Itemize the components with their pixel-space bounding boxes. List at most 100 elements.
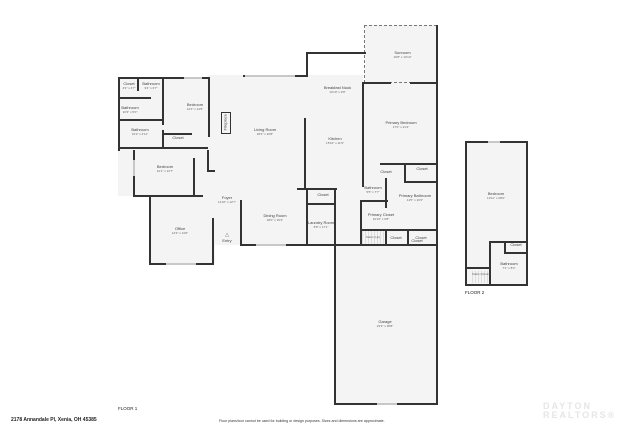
stairs-up-label[interactable]: Stairs (Up) <box>361 235 385 239</box>
room-bathroom-4[interactable]: Bathroom 5'5" x 7'7" <box>362 185 384 194</box>
room-dims: 18'4" x 20'8" <box>256 131 274 136</box>
room-name: Office <box>174 226 186 231</box>
room-closet-2[interactable]: Closet <box>168 135 188 141</box>
wall <box>212 218 214 265</box>
stairs-up[interactable] <box>362 231 384 244</box>
room-dims: 7'1" x 8'4" <box>502 265 516 270</box>
wall <box>336 244 436 246</box>
room-name: Bathroom <box>121 105 139 110</box>
room-name: Garage <box>378 319 392 324</box>
window <box>245 75 295 77</box>
room-living-room[interactable]: Living Room 18'4" x 20'8" <box>245 127 285 136</box>
room-closet-3[interactable]: Closet <box>412 166 432 172</box>
wall <box>137 77 139 91</box>
wall <box>304 118 306 188</box>
room-name: Stairs (Down) <box>472 272 491 276</box>
floor1-center <box>208 75 363 245</box>
wall <box>306 52 366 54</box>
room-dims: 5'5" x 7'7" <box>366 189 380 194</box>
room-bathroom-3[interactable]: Bathroom 16'2" x 4'11" <box>125 127 155 136</box>
floor1-garage <box>334 244 437 404</box>
room-laundry-room[interactable]: Laundry Room 8'8" x 17'1" <box>306 220 336 229</box>
wall <box>436 25 438 245</box>
room-bathroom-1[interactable]: Bathroom 9'4" x 6'7" <box>140 81 162 90</box>
room-office[interactable]: Office 14'3" x 13'6" <box>165 226 195 235</box>
wall <box>504 241 506 253</box>
wall <box>334 244 336 404</box>
room-dims: 15'10" x 11'9" <box>326 140 344 145</box>
wall <box>489 241 526 243</box>
wall <box>162 130 164 148</box>
room-name: Stairs (Up) <box>365 235 381 239</box>
logo-line1: DAYTON <box>543 401 593 411</box>
wall <box>526 141 528 286</box>
room-closet-8[interactable]: Closet <box>411 235 431 241</box>
wall <box>504 252 526 254</box>
room-closet-7[interactable]: Closet <box>386 235 406 241</box>
room-dims: 10'10" x 6'8" <box>372 216 390 221</box>
fireplace <box>221 112 231 134</box>
room-bathroom-f2[interactable]: Bathroom 7'1" x 8'4" <box>494 261 524 270</box>
room-dining-room[interactable]: Dining Room 18'0" x 15'4" <box>255 213 295 222</box>
entry-marker[interactable]: △ Entry <box>218 232 236 243</box>
wall <box>404 181 438 183</box>
wall <box>360 229 438 231</box>
wall <box>118 77 120 151</box>
brand-logo: DAYTON REALTORS® <box>525 402 616 420</box>
garage-door <box>377 403 397 405</box>
wall <box>193 158 195 196</box>
room-closet-f2[interactable]: Closet <box>506 242 526 248</box>
room-closet-4[interactable]: Closet <box>313 192 333 198</box>
window <box>256 244 286 246</box>
room-bedroom-1[interactable]: Bedroom 12'2" x 14'9" <box>175 102 215 111</box>
room-dims: 11'5" x 10'3" <box>406 197 424 202</box>
stairs-down-label[interactable]: Stairs (Down) <box>472 272 491 276</box>
room-closet-5[interactable]: Closet <box>376 169 396 175</box>
room-foyer[interactable]: Foyer 11'10" x 12'7" <box>212 195 242 204</box>
floor1-caption: FLOOR 1 <box>118 406 138 411</box>
room-bathroom-2[interactable]: Bathroom 10'3" x 5'0" <box>119 105 141 114</box>
room-sunroom[interactable]: Sunroom 16'8" x 13'10" <box>380 50 425 59</box>
room-name: Closet <box>380 169 392 174</box>
room-name: Kitchen <box>328 136 342 141</box>
room-bedroom-3[interactable]: Bedroom 13'11" x 28'9" <box>478 191 514 200</box>
room-primary-bathroom[interactable]: Primary Bathroom 11'5" x 10'3" <box>395 193 435 202</box>
window <box>166 263 196 265</box>
wall <box>385 178 387 208</box>
wall <box>334 188 336 245</box>
wall <box>118 147 208 149</box>
room-bedroom-2[interactable]: Bedroom 12'1" x 12'7" <box>145 164 185 173</box>
room-name: Entry <box>222 237 232 243</box>
room-name: Bathroom <box>142 81 160 86</box>
room-name: Closet <box>415 235 427 240</box>
wall <box>489 241 491 286</box>
room-primary-closet[interactable]: Primary Closet 10'10" x 6'8" <box>363 212 399 221</box>
room-kitchen[interactable]: Kitchen 15'10" x 11'9" <box>315 136 355 145</box>
room-primary-bedroom[interactable]: Primary Bedroom 17'0" x 21'4" <box>378 120 424 129</box>
room-dims: 18'0" x 15'4" <box>266 217 284 222</box>
room-garage[interactable]: Garage 23'3" x 38'8" <box>370 319 400 328</box>
wall <box>465 284 528 286</box>
room-name: Closet <box>510 242 522 247</box>
wall <box>385 229 387 245</box>
wall <box>118 97 151 99</box>
room-name: Laundry Room <box>307 220 335 225</box>
wall <box>360 200 362 245</box>
room-dims: 13'11" x 28'9" <box>487 195 505 200</box>
wall <box>297 188 337 190</box>
wall <box>380 163 438 165</box>
room-dims: 16'2" x 4'11" <box>131 131 149 136</box>
room-name: Closet <box>123 81 135 86</box>
room-dims: 10'3" x 5'0" <box>122 109 138 114</box>
room-name: Bedroom <box>487 191 505 196</box>
stairs-down[interactable] <box>472 271 488 283</box>
room-closet[interactable]: Closet 4'3" x 4'7" <box>120 81 138 90</box>
wall <box>410 82 438 84</box>
wall <box>362 82 364 187</box>
room-dims: 14'3" x 13'6" <box>171 230 189 235</box>
room-breakfast-nook[interactable]: Breakfast Nook 13'10" x 9'9" <box>315 85 360 94</box>
room-name: Closet <box>172 135 184 140</box>
room-closet-6[interactable]: Closet <box>407 238 427 244</box>
room-name: Sunroom <box>394 50 411 55</box>
wall <box>306 203 336 205</box>
